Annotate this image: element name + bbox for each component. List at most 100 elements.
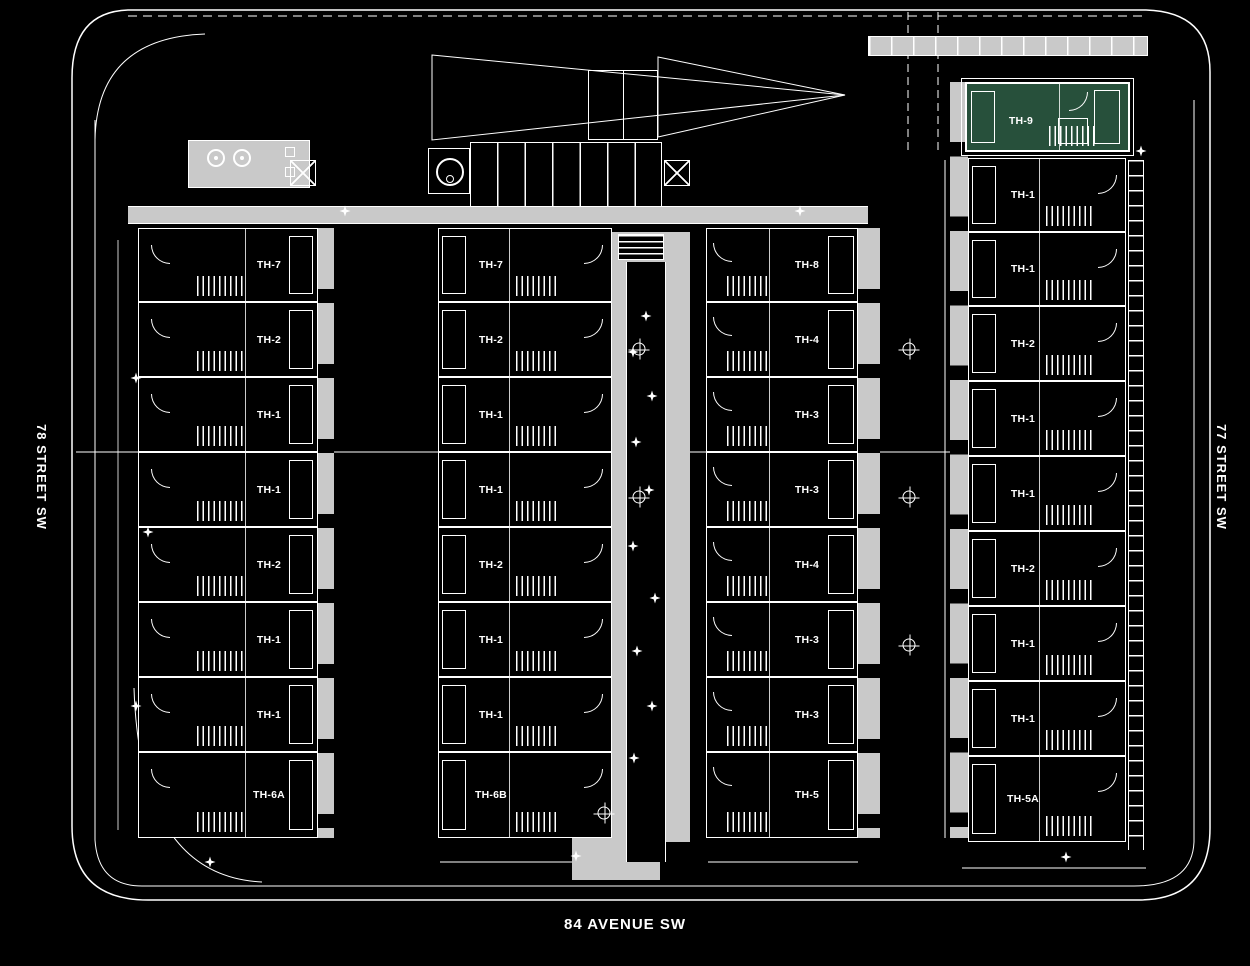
door-arc-icon xyxy=(713,392,732,411)
unit-cell[interactable]: TH-3 xyxy=(706,602,858,677)
unit-cell[interactable]: TH-4 xyxy=(706,302,858,377)
sparkle-icon xyxy=(570,850,582,862)
stairs-icon xyxy=(516,576,560,596)
unit-cell[interactable]: TH-5A xyxy=(968,756,1126,842)
unit-label: TH-1 xyxy=(256,633,282,646)
unit-cell[interactable]: TH-1 xyxy=(438,377,612,452)
unit-cell[interactable]: TH-6B xyxy=(438,752,612,838)
unit-label: TH-1 xyxy=(1010,412,1036,425)
sparkle-icon xyxy=(130,372,142,384)
door-arc-icon xyxy=(1098,623,1117,642)
unit-cell[interactable]: TH-7 xyxy=(438,228,612,302)
unit-cell[interactable]: TH-6A xyxy=(138,752,318,838)
stairs-icon xyxy=(727,426,771,446)
door-arc-icon xyxy=(151,694,170,713)
sparkle-icon xyxy=(643,484,655,496)
unit-cell[interactable]: TH-2 xyxy=(138,302,318,377)
unit-cell[interactable]: TH-1 xyxy=(968,681,1126,756)
unit-cell[interactable]: TH-2 xyxy=(438,302,612,377)
patio xyxy=(442,236,466,294)
survey-marker-icon xyxy=(593,802,615,824)
stairs-icon xyxy=(1046,355,1092,375)
unit-cell[interactable]: TH-2 xyxy=(138,527,318,602)
unit-cell[interactable]: TH-1 xyxy=(438,602,612,677)
stairs-icon xyxy=(516,651,560,671)
unit-cell[interactable]: TH-3 xyxy=(706,677,858,752)
patio xyxy=(828,310,854,369)
unit-cell-highlighted[interactable]: TH-9 xyxy=(961,78,1134,156)
table-icon xyxy=(233,149,251,167)
unit-cell[interactable]: TH-1 xyxy=(438,677,612,752)
unit-cell[interactable]: TH-8 xyxy=(706,228,858,302)
patio xyxy=(972,166,996,224)
unit-cell[interactable]: TH-1 xyxy=(138,452,318,527)
patio xyxy=(828,760,854,830)
survey-marker-icon xyxy=(898,486,920,508)
stairs-icon xyxy=(197,351,243,371)
unit-cell[interactable]: TH-1 xyxy=(138,677,318,752)
stairs-icon xyxy=(727,651,771,671)
unit-cell[interactable]: TH-1 xyxy=(138,377,318,452)
unit-label: TH-2 xyxy=(1010,562,1036,575)
patio xyxy=(828,385,854,444)
patio xyxy=(289,236,313,294)
survey-marker-icon xyxy=(898,634,920,656)
unit-cell[interactable]: TH-1 xyxy=(138,602,318,677)
room-outline xyxy=(1094,90,1120,144)
door-arc-icon xyxy=(1069,92,1088,111)
patio xyxy=(289,385,313,444)
door-arc-icon xyxy=(584,394,603,413)
door-arc-icon xyxy=(151,394,170,413)
patio xyxy=(972,314,996,373)
unit-cell[interactable]: TH-1 xyxy=(968,158,1126,232)
stairs-icon xyxy=(197,426,243,446)
unit-label: TH-7 xyxy=(256,259,282,271)
unit-cell[interactable]: TH-5 xyxy=(706,752,858,838)
unit-cell[interactable]: TH-1 xyxy=(968,456,1126,531)
unit-cell[interactable]: TH-2 xyxy=(438,527,612,602)
ramp-outline xyxy=(431,54,846,141)
unit-cell[interactable]: TH-1 xyxy=(438,452,612,527)
patio xyxy=(971,91,995,143)
table-icon xyxy=(207,149,225,167)
door-arc-icon xyxy=(713,692,732,711)
stairs-icon xyxy=(197,501,243,521)
parking-stall-band xyxy=(868,36,1148,56)
unit-cell[interactable]: TH-1 xyxy=(968,232,1126,306)
stairs-icon xyxy=(727,501,771,521)
sparkle-icon xyxy=(627,540,639,552)
stairs-icon xyxy=(516,426,560,446)
survey-marker-icon xyxy=(628,338,650,360)
unit-cell[interactable]: TH-2 xyxy=(968,306,1126,381)
door-arc-icon xyxy=(584,469,603,488)
unit-cell[interactable]: TH-7 xyxy=(138,228,318,302)
unit-cell[interactable]: TH-1 xyxy=(968,606,1126,681)
unit-cell[interactable]: TH-3 xyxy=(706,452,858,527)
unit-cell[interactable]: TH-1 xyxy=(968,381,1126,456)
unit-cell[interactable]: TH-3 xyxy=(706,377,858,452)
utility-structure xyxy=(588,70,658,140)
unit-cell[interactable]: TH-2 xyxy=(968,531,1126,606)
unit-label: TH-4 xyxy=(794,558,820,571)
walkway-top xyxy=(128,206,868,224)
unit-label: TH-9 xyxy=(1008,115,1034,127)
door-arc-icon xyxy=(151,319,170,338)
unit-label: TH-1 xyxy=(478,408,504,421)
unit-label: TH-7 xyxy=(478,259,504,271)
sparkle-icon xyxy=(640,310,652,322)
patio xyxy=(972,689,996,748)
door-arc-icon xyxy=(713,317,732,336)
stairs-icon xyxy=(197,276,243,296)
patio xyxy=(289,535,313,594)
unit-cell[interactable]: TH-4 xyxy=(706,527,858,602)
patio xyxy=(828,460,854,519)
sparkle-icon xyxy=(630,436,642,448)
sparkle-icon xyxy=(142,526,154,538)
patio xyxy=(442,310,466,369)
sparkle-icon xyxy=(649,592,661,604)
sparkle-icon xyxy=(646,390,658,402)
unit-label: TH-1 xyxy=(478,633,504,646)
transformer-icon xyxy=(290,160,316,186)
patio xyxy=(442,760,466,830)
